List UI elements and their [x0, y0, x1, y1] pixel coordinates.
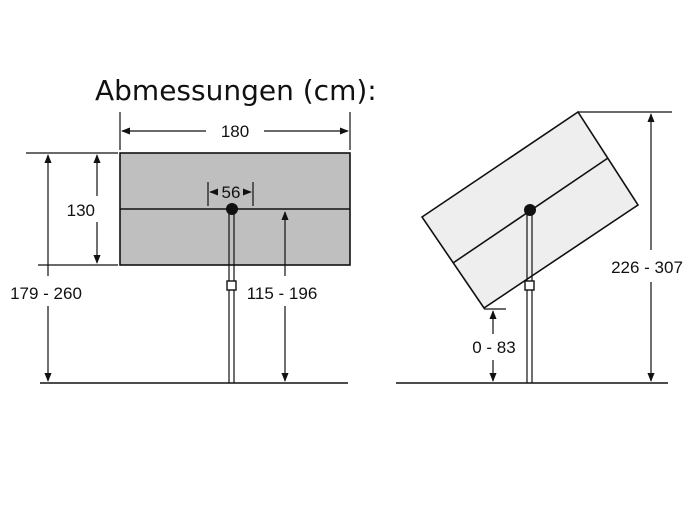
clearance-label: 0 - 83 — [472, 338, 515, 357]
tilted-height-label: 226 - 307 — [611, 258, 683, 277]
pivot-joint-right — [524, 204, 536, 216]
tilted-view: 226 - 307 0 - 83 — [396, 110, 683, 384]
pivot-joint-left — [226, 203, 238, 215]
width-label: 180 — [221, 122, 249, 141]
pivot-height-label: 115 - 196 — [247, 284, 318, 303]
upright-view: 180 56 130 179 - 260 115 - 196 — [10, 112, 351, 384]
total-height-label: 179 - 260 — [10, 284, 82, 303]
pole-clamp-left — [226, 280, 237, 291]
offset-label: 56 — [222, 183, 241, 202]
diagram-title: Abmessungen (cm): — [95, 74, 377, 107]
pole-clamp-right — [524, 280, 535, 291]
panel-height-label: 130 — [67, 201, 95, 220]
